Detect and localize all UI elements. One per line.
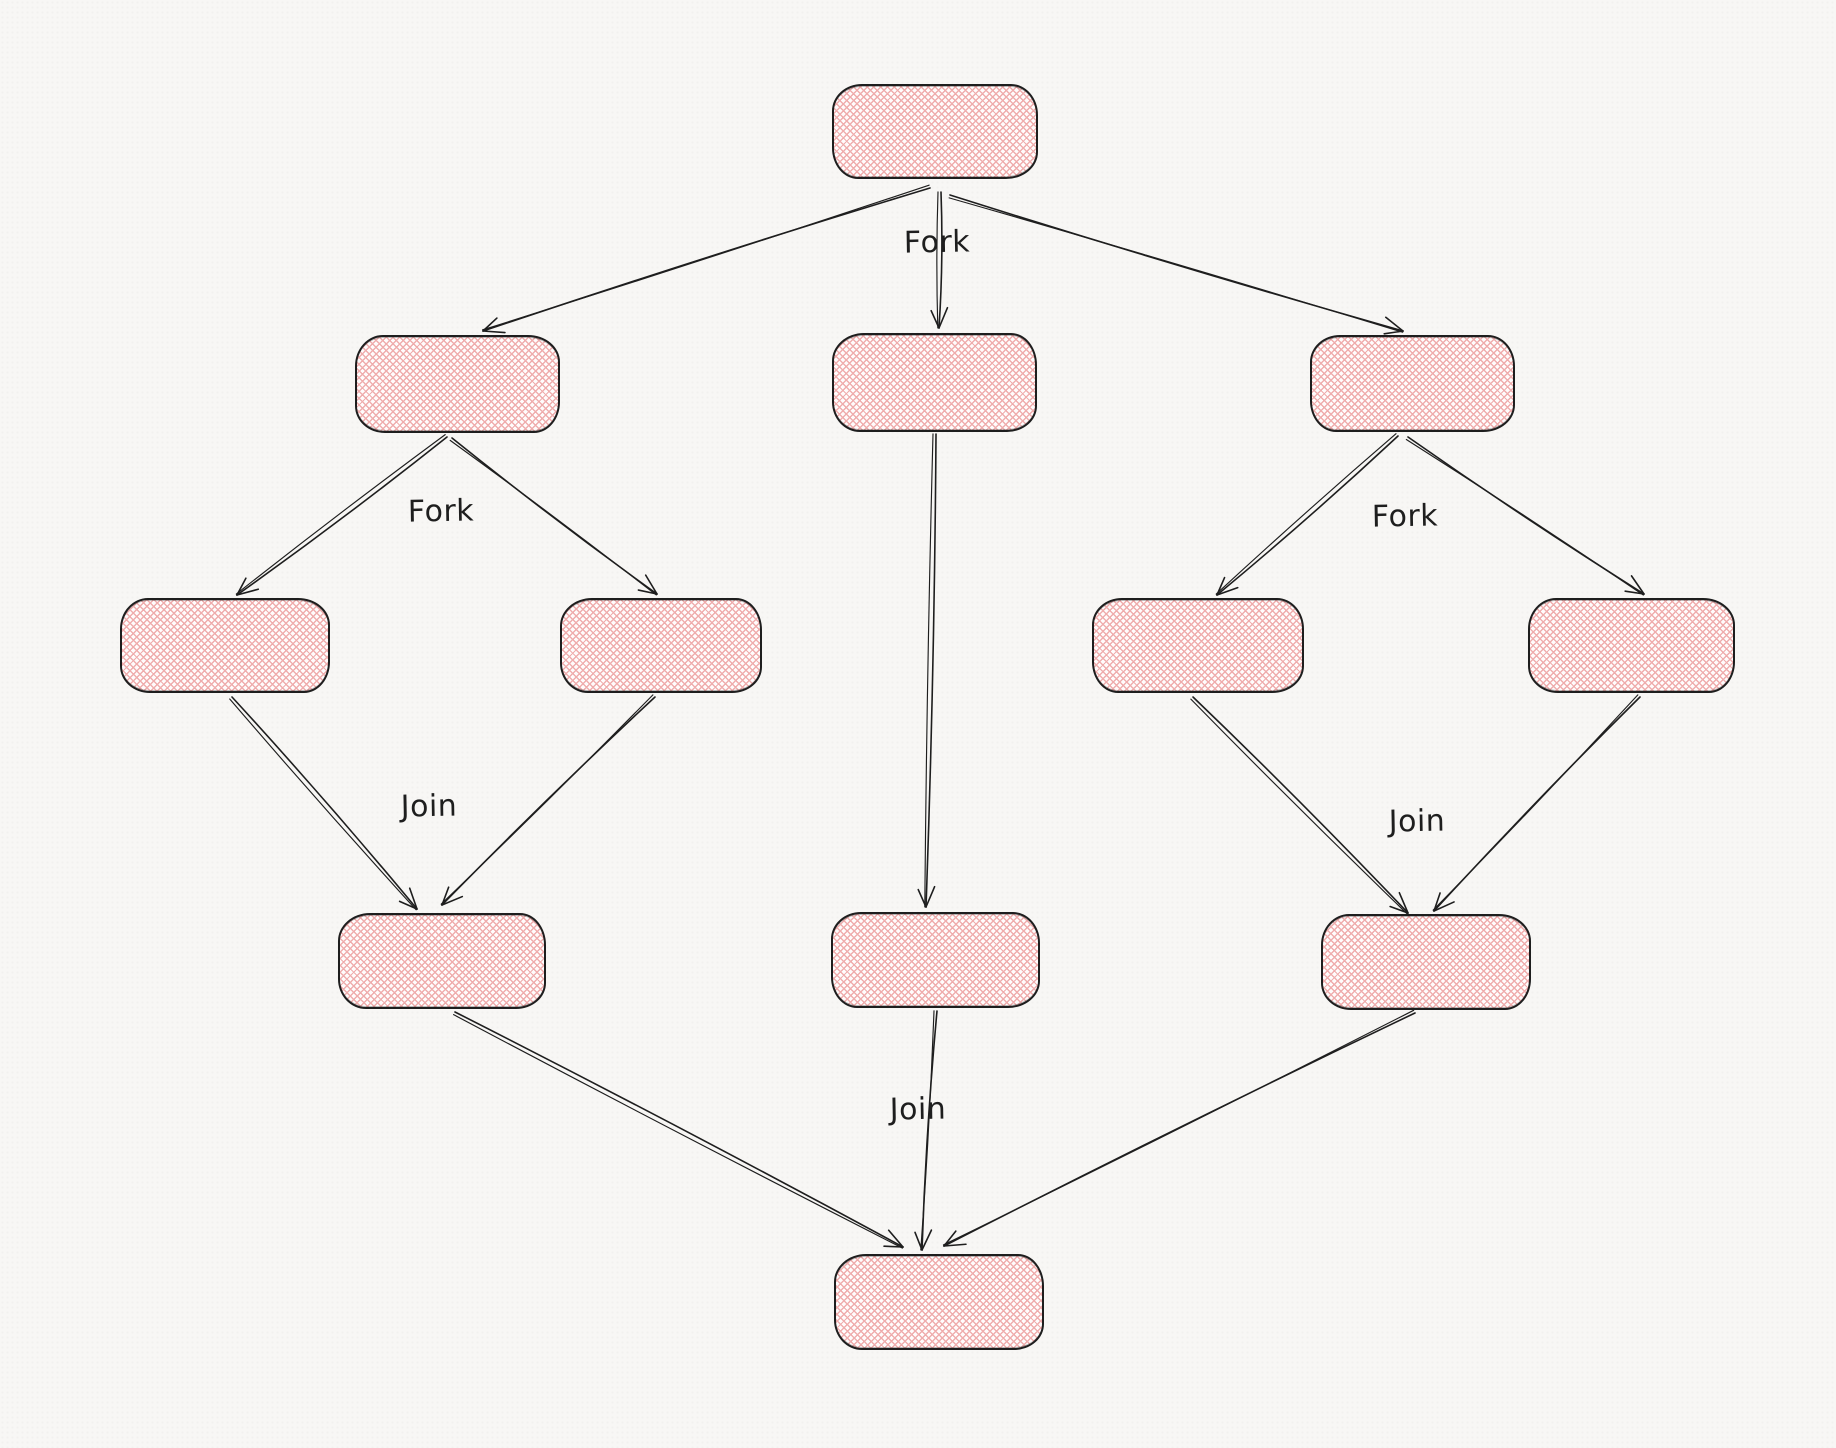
arrow-stroke xyxy=(1389,905,1409,914)
edge-label-fork-left: Fork xyxy=(407,493,475,530)
arrow-stroke xyxy=(1624,590,1645,595)
arrow-fork-left-to-task-a xyxy=(235,434,448,596)
arrow-stroke xyxy=(925,433,937,908)
flow-node-left-merge[interactable] xyxy=(338,913,546,1009)
arrow-join-final-left xyxy=(453,1011,904,1249)
arrow-stroke xyxy=(453,1014,904,1249)
arrow-stroke xyxy=(1384,316,1404,332)
arrow-stroke xyxy=(883,1245,904,1248)
arrow-stroke xyxy=(236,436,448,596)
arrow-stroke xyxy=(921,1010,938,1251)
edge-label-join-bottom: Join xyxy=(889,1091,947,1128)
arrow-stroke xyxy=(925,885,936,908)
flow-node-start[interactable] xyxy=(832,84,1038,179)
arrow-stroke xyxy=(644,574,658,595)
arrow-stroke xyxy=(938,306,949,329)
arrow-stroke xyxy=(1398,891,1409,914)
arrow-stroke xyxy=(1216,586,1239,596)
arrow-stroke xyxy=(914,1231,923,1251)
arrow-stroke xyxy=(398,900,418,910)
arrow-stroke xyxy=(1383,330,1404,335)
flow-node-right-task-a[interactable] xyxy=(1092,598,1304,693)
arrow-stroke xyxy=(482,330,506,334)
arrow-stroke xyxy=(948,197,1404,333)
flow-node-center-task[interactable] xyxy=(831,912,1040,1008)
arrow-stroke xyxy=(1405,438,1644,596)
arrow-stroke xyxy=(887,1229,904,1248)
arrow-stroke xyxy=(921,1229,933,1251)
flow-node-branch-center[interactable] xyxy=(832,333,1037,432)
arrow-stroke xyxy=(943,1243,967,1247)
arrow-stroke xyxy=(231,696,418,910)
arrow-stroke xyxy=(482,187,931,332)
arrow-stroke xyxy=(1432,694,1639,911)
flow-node-left-task-b[interactable] xyxy=(560,598,762,693)
arrow-stroke xyxy=(930,309,940,329)
arrow-join-left-from-b xyxy=(440,694,656,906)
arrow-join-right-from-b xyxy=(1432,694,1641,912)
arrow-stroke xyxy=(1433,892,1441,912)
arrow-stroke xyxy=(942,1009,1415,1246)
arrow-stroke xyxy=(924,433,934,908)
arrow-stroke xyxy=(441,886,450,906)
arrow-stroke xyxy=(451,437,658,595)
arrow-stroke xyxy=(917,888,927,908)
flow-node-end[interactable] xyxy=(834,1254,1044,1350)
edge-label-join-right: Join xyxy=(1388,803,1446,840)
edge-label-fork-right: Fork xyxy=(1371,498,1439,535)
edge-label-join-left: Join xyxy=(400,788,458,825)
arrow-fork-top-to-center xyxy=(930,191,949,329)
arrow-stroke xyxy=(1190,698,1408,915)
arrow-stroke xyxy=(938,191,943,329)
arrow-center-down xyxy=(917,433,937,908)
arrow-stroke xyxy=(482,317,498,332)
flow-node-branch-right[interactable] xyxy=(1310,335,1515,432)
arrow-stroke xyxy=(236,577,247,596)
arrow-stroke xyxy=(482,184,930,331)
arrow-stroke xyxy=(1433,901,1455,912)
arrow-stroke xyxy=(1192,696,1409,914)
arrow-stroke xyxy=(1215,433,1397,595)
arrow-stroke xyxy=(441,895,464,906)
arrow-stroke xyxy=(440,694,654,905)
arrow-fork-right-to-task-b xyxy=(1405,436,1645,596)
arrow-join-right-from-a xyxy=(1190,696,1409,915)
arrow-stroke xyxy=(235,434,446,595)
arrow-fork-top-to-right xyxy=(948,194,1404,335)
arrow-stroke xyxy=(449,439,657,596)
edge-label-fork-top: Fork xyxy=(903,224,971,261)
arrow-stroke xyxy=(454,1011,904,1248)
arrow-stroke xyxy=(1216,576,1226,596)
arrow-join-final-center xyxy=(914,1010,938,1251)
arrow-stroke xyxy=(441,696,656,906)
arrow-stroke xyxy=(1630,575,1645,595)
arrow-fork-right-to-task-a xyxy=(1215,433,1399,596)
arrow-stroke xyxy=(936,191,939,329)
flow-node-right-merge[interactable] xyxy=(1321,914,1531,1010)
flow-node-left-task-a[interactable] xyxy=(120,598,330,693)
arrow-stroke xyxy=(637,589,658,595)
arrow-stroke xyxy=(949,194,1404,332)
arrow-stroke xyxy=(408,887,418,910)
arrow-stroke xyxy=(920,1010,935,1251)
arrow-stroke xyxy=(1407,436,1645,595)
arrow-stroke xyxy=(1216,435,1399,596)
arrow-stroke xyxy=(229,698,417,911)
arrow-join-left-from-a xyxy=(229,696,418,911)
arrow-join-final-right xyxy=(942,1009,1416,1247)
arrow-stroke xyxy=(943,1230,957,1247)
flow-node-right-task-b[interactable] xyxy=(1528,598,1735,693)
flow-node-branch-left[interactable] xyxy=(355,335,560,433)
arrow-fork-top-to-left xyxy=(482,184,931,334)
arrow-stroke xyxy=(1433,696,1641,912)
arrow-stroke xyxy=(943,1012,1416,1247)
arrow-fork-left-to-task-b xyxy=(449,437,658,596)
arrow-stroke xyxy=(236,588,260,596)
